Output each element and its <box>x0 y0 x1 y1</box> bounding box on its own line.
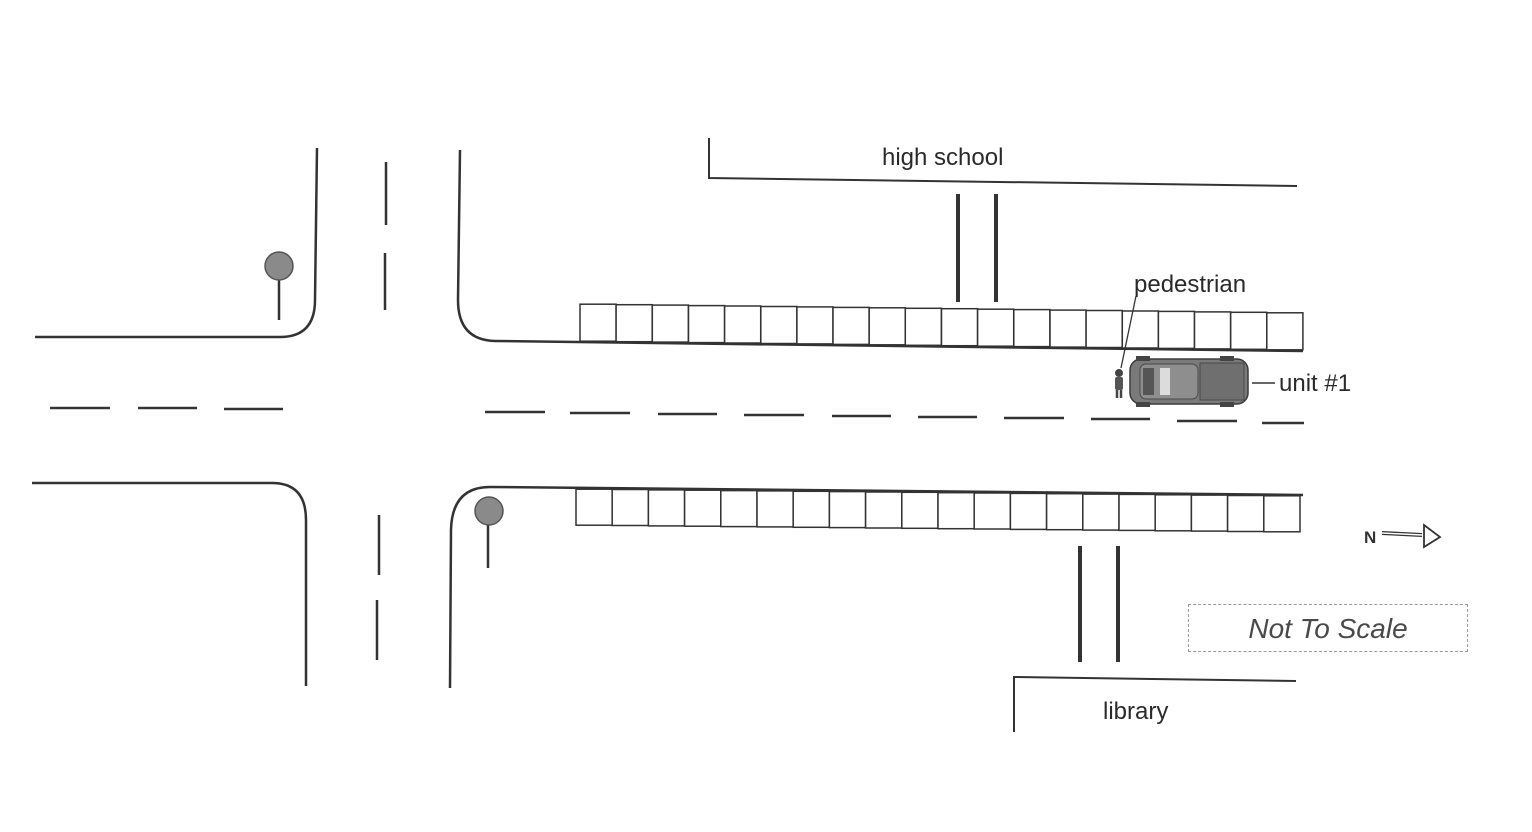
crosswalk-cell <box>1121 310 1160 349</box>
crosswalk-cell <box>756 490 794 528</box>
crosswalk-cell <box>868 307 907 346</box>
high-school-label: high school <box>882 144 1004 171</box>
crosswalk-cell <box>1263 495 1301 533</box>
crosswalk-cell <box>1266 312 1304 351</box>
crosswalk-cell <box>864 491 903 529</box>
crosswalk-cell <box>651 304 690 343</box>
crosswalk-cell <box>940 307 979 347</box>
crosswalk-cell <box>615 303 653 343</box>
vehicle-unit-1 <box>1129 356 1249 407</box>
crosswalk-cell <box>1013 308 1051 348</box>
pedestrian-figure <box>1115 369 1123 398</box>
crosswalk-cell <box>901 491 939 530</box>
curb-northwest <box>35 147 319 339</box>
stop-sign-northwest <box>264 251 294 320</box>
crosswalk-cell <box>723 305 762 344</box>
crosswalk-cell <box>687 304 726 344</box>
crosswalk-cell <box>1229 311 1268 351</box>
curb-southwest <box>32 481 308 686</box>
crosswalk-cell <box>760 305 798 345</box>
crosswalk-cell <box>647 489 686 527</box>
crosswalk-north <box>579 303 1304 351</box>
scale-note: Not To Scale <box>1248 613 1408 644</box>
crosswalk-cell <box>1157 310 1196 350</box>
library-outline <box>1013 675 1297 732</box>
pedestrian-leader <box>1120 295 1137 369</box>
crosswalk-cell <box>904 307 943 347</box>
stop-sign-southeast <box>474 496 504 568</box>
north-arrow-icon: N <box>1364 523 1442 549</box>
center-line-cross <box>375 162 388 660</box>
road-edges <box>32 147 1304 689</box>
crosswalk-cell <box>1009 492 1048 531</box>
crosswalk-cell <box>1049 309 1087 348</box>
curb-northeast <box>456 149 1304 353</box>
crosswalk-cell <box>1154 494 1193 532</box>
pedestrian-label: pedestrian <box>1134 271 1247 298</box>
curb-southeast <box>448 485 1304 689</box>
library-driveway <box>1078 546 1120 662</box>
crosswalk-cell <box>832 306 870 346</box>
crosswalk-cell <box>973 492 1012 530</box>
crosswalk-cell <box>579 303 617 342</box>
crosswalk-cell <box>1226 494 1265 533</box>
crosswalk-cell <box>828 490 867 529</box>
crosswalk-cell <box>1085 309 1123 349</box>
crosswalk-cell <box>937 491 975 530</box>
crosswalk-cell <box>611 488 650 527</box>
crosswalk-cell <box>1193 311 1232 350</box>
crosswalk-south <box>575 488 1301 533</box>
crosswalk-cell <box>683 489 722 527</box>
crosswalk-cell <box>792 490 831 529</box>
svg-text:N: N <box>1364 528 1376 547</box>
unit-1-label: unit #1 <box>1279 370 1352 397</box>
crosswalk-cell <box>720 489 758 528</box>
high-school-driveway <box>956 194 998 302</box>
high-school-outline <box>708 138 1298 187</box>
crosswalk-cell <box>1118 493 1156 532</box>
crosswalk-cell <box>1082 493 1120 531</box>
crosswalk-cell <box>796 306 834 345</box>
library-label: library <box>1103 698 1169 725</box>
scale-note-box: Not To Scale <box>1188 604 1468 652</box>
crosswalk-cell <box>1190 494 1229 532</box>
crosswalk-cell <box>976 308 1015 347</box>
crosswalk-cell <box>575 488 613 526</box>
crosswalk-cell <box>1045 492 1084 531</box>
center-line-main <box>50 406 1304 425</box>
